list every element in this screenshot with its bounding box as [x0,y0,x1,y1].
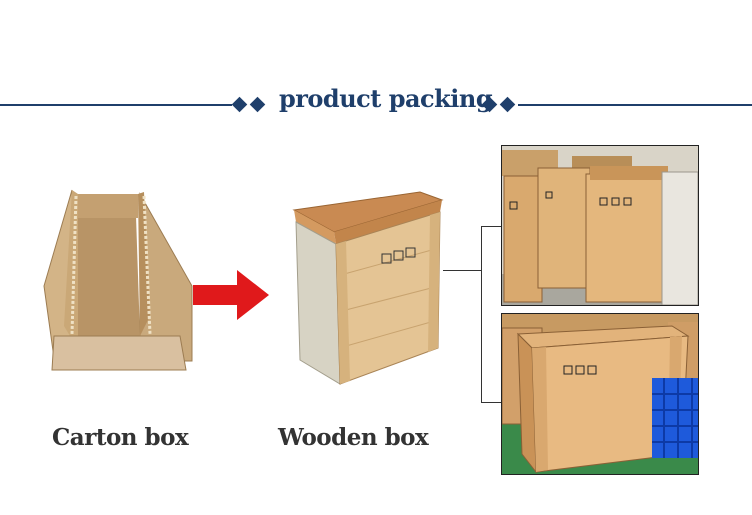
carton-box-caption: Carton box [52,424,189,451]
red-arrow-icon [193,270,269,320]
connector-top [481,226,501,227]
connector-line [443,270,481,271]
carton-box-image [43,189,193,371]
crates-photo-green-floor [501,313,699,475]
connector-bracket [481,226,482,403]
header-rule-left [0,104,232,106]
connector-bottom [481,402,501,403]
crates-photo-warehouse [501,145,699,306]
wooden-box-caption: Wooden box [278,424,429,451]
header-rule-right [518,104,752,106]
wooden-box-image [292,191,444,385]
page-title: product packing [279,84,493,113]
